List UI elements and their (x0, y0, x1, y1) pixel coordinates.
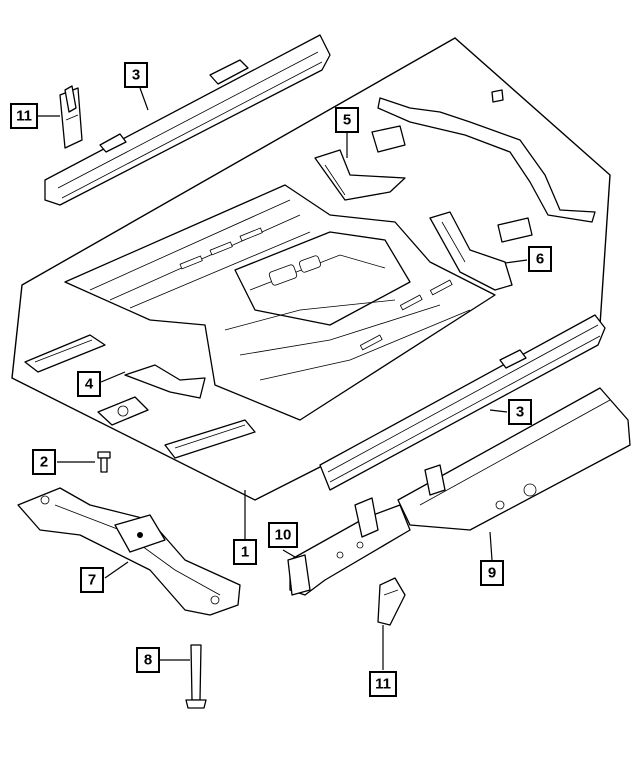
bolt-long-part (185, 644, 207, 709)
transmission-crossmember-part (17, 487, 241, 616)
bracket-lower-part (377, 577, 406, 626)
svg-text:3: 3 (516, 404, 524, 421)
floor-pan-part (64, 184, 496, 421)
svg-text:11: 11 (16, 108, 32, 125)
leader-lines (37, 87, 528, 670)
callout-8: 8 (136, 647, 160, 673)
bracket-upper-part (59, 85, 83, 149)
svg-text:7: 7 (88, 572, 96, 589)
rear-crossmember-part (377, 89, 596, 223)
callout-7: 7 (80, 567, 104, 593)
svg-text:9: 9 (488, 565, 496, 582)
svg-text:1: 1 (241, 544, 249, 561)
sill-left-part (44, 34, 331, 206)
svg-text:5: 5 (343, 112, 351, 129)
callout-10: 10 (268, 522, 298, 548)
front-rail-part (287, 497, 411, 596)
callout-3-lower: 3 (508, 399, 532, 425)
svg-text:6: 6 (536, 251, 544, 268)
svg-text:4: 4 (85, 376, 94, 393)
callout-9: 9 (480, 560, 504, 586)
svg-text:8: 8 (144, 652, 152, 669)
sill-right-part (319, 314, 606, 491)
svg-text:10: 10 (275, 527, 292, 544)
rail-bracket-part (429, 211, 533, 291)
frame-rail-part (397, 387, 631, 531)
callout-2: 2 (32, 449, 56, 475)
callout-11-lower: 11 (369, 671, 397, 697)
svg-text:2: 2 (40, 454, 48, 471)
callout-11-upper: 11 (10, 103, 38, 129)
crossmember-bracket-part (314, 125, 406, 201)
svg-text:11: 11 (375, 676, 391, 693)
callout-3-upper: 3 (124, 62, 148, 88)
callout-6: 6 (528, 246, 552, 272)
callout-5: 5 (335, 107, 359, 133)
bolt-small-part (97, 451, 111, 473)
seat-bracket-part (24, 334, 256, 459)
callout-1: 1 (233, 539, 257, 565)
svg-text:3: 3 (132, 67, 140, 84)
callout-4: 4 (77, 371, 101, 397)
